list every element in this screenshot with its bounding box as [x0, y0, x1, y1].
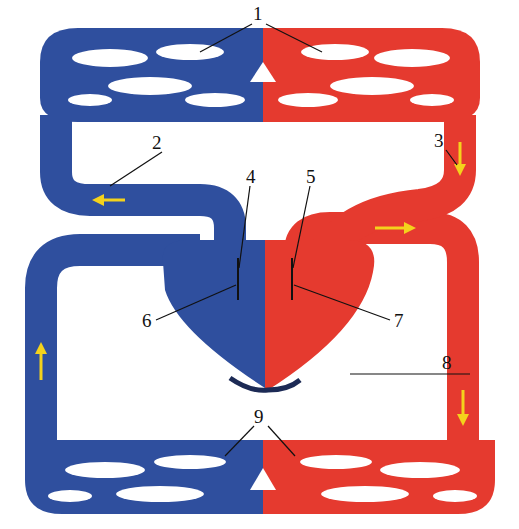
blood-vessels	[41, 115, 463, 445]
callout-number: 7	[392, 310, 406, 331]
callout-number: 4	[244, 166, 258, 187]
body-capillaries	[25, 440, 495, 514]
callout-number: 6	[140, 310, 154, 331]
flow-arrows	[41, 142, 463, 420]
callout-number: 3	[432, 130, 446, 151]
callout-number: 2	[150, 132, 164, 153]
callout-number: 8	[440, 352, 454, 373]
lung-capillaries	[40, 28, 480, 122]
callout-number: 9	[252, 406, 266, 427]
leader-lines	[110, 24, 470, 456]
callout-number: 5	[304, 166, 318, 187]
heart	[163, 240, 375, 390]
callout-number: 1	[251, 3, 265, 24]
